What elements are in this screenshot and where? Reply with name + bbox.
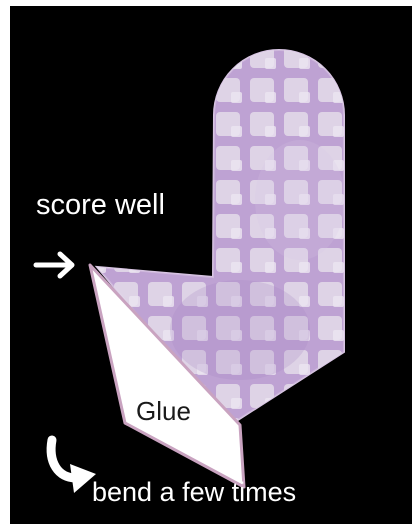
score-well-label: score well — [36, 189, 165, 222]
glue-label: Glue — [136, 396, 191, 427]
bend-instruction-label: bend a few times — [92, 477, 296, 508]
